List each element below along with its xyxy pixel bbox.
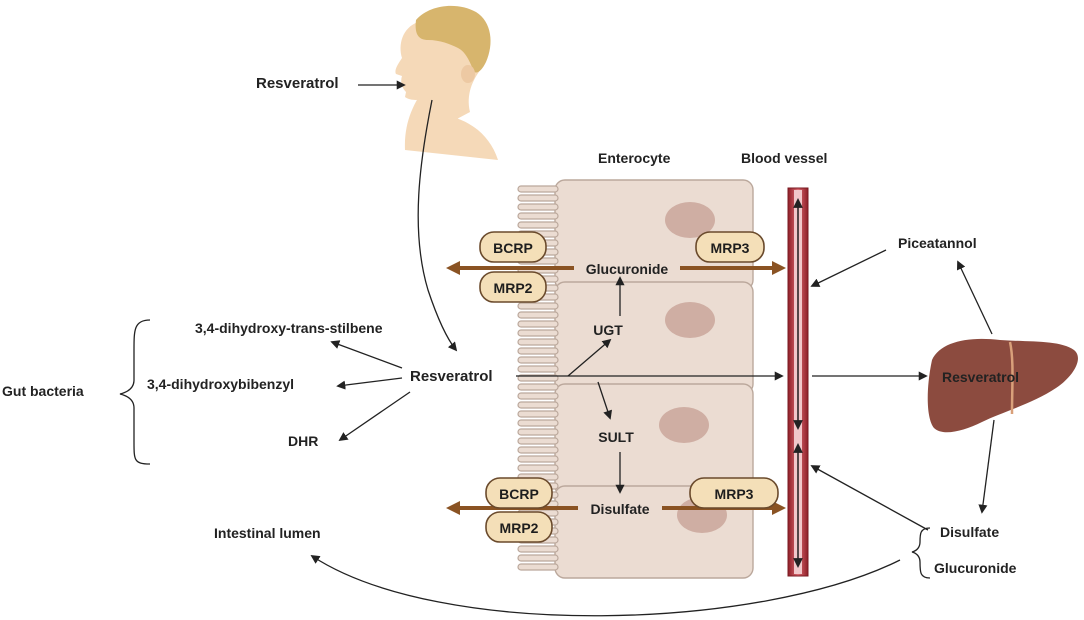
microvillus — [517, 185, 559, 193]
gut-bacteria-label: Gut bacteria — [2, 383, 84, 399]
swallow-arrow — [417, 99, 458, 352]
svg-text:MRP3: MRP3 — [715, 486, 754, 502]
resveratrol-intake-label: Resveratrol — [256, 75, 339, 92]
to-bibenzyl-arrow — [336, 377, 403, 390]
microvillus — [517, 347, 559, 355]
conjugates-to-vessel-arrow — [810, 465, 929, 531]
microvillus — [517, 302, 559, 310]
resveratrol-liver-label: Resveratrol — [942, 369, 1019, 385]
mrp3-transporter-top: MRP3 — [695, 231, 765, 263]
microvillus — [517, 338, 559, 346]
microvillus — [517, 221, 559, 229]
microvillus — [517, 437, 559, 445]
microvillus — [517, 392, 559, 400]
microvillus — [517, 383, 559, 391]
blood-vessel-label: Blood vessel — [741, 150, 827, 166]
microvillus — [517, 455, 559, 463]
microvillus — [517, 203, 559, 211]
sult-label: SULT — [598, 429, 634, 445]
bcrp-transporter-bottom: BCRP — [485, 477, 553, 509]
piceatannol-label: Piceatannol — [898, 235, 977, 251]
microvillus — [517, 419, 559, 427]
svg-text:MRP3: MRP3 — [711, 240, 750, 256]
liver-to-conjugates-arrow — [978, 419, 995, 514]
svg-text:BCRP: BCRP — [499, 486, 539, 502]
liver-icon — [927, 338, 1078, 433]
to-dhr-arrow — [338, 391, 411, 442]
disulfate-out-label: Disulfate — [940, 524, 999, 540]
microvillus — [517, 320, 559, 328]
microvillus — [517, 545, 559, 553]
microvillus — [517, 563, 559, 571]
metabolite-dihydroxybibenzyl: 3,4-dihydroxybibenzyl — [147, 376, 294, 392]
to-sult-arrow — [597, 381, 613, 420]
microvillus — [517, 410, 559, 418]
microvillus — [517, 212, 559, 220]
nucleus — [665, 202, 715, 238]
bcrp-transporter-top: BCRP — [479, 231, 547, 263]
piceatannol-to-vessel-arrow — [810, 249, 887, 287]
nucleus — [659, 407, 709, 443]
to-ugt-arrow — [567, 338, 612, 377]
enterocyte-label: Enterocyte — [598, 150, 671, 166]
gut-bacteria-bracket — [119, 319, 151, 465]
glucuronide-cell-label: Glucuronide — [586, 261, 669, 277]
microvillus — [517, 311, 559, 319]
svg-text:MRP2: MRP2 — [494, 280, 533, 296]
ugt-label: UGT — [593, 322, 623, 338]
microvillus — [517, 329, 559, 337]
metabolite-dihydroxy-trans-stilbene: 3,4-dihydroxy-trans-stilbene — [195, 320, 383, 336]
microvillus — [517, 194, 559, 202]
microvillus — [517, 464, 559, 472]
liver-to-piceatannol-arrow — [956, 260, 993, 335]
microvillus — [517, 554, 559, 562]
mrp3-transporter-bottom: MRP3 — [689, 477, 779, 509]
disulfate-cell-label: Disulfate — [590, 501, 649, 517]
svg-text:BCRP: BCRP — [493, 240, 533, 256]
mrp2-transporter-bottom: MRP2 — [485, 511, 553, 543]
nucleus — [665, 302, 715, 338]
blood-vessel — [787, 187, 809, 577]
enterohepatic-return-arrow — [310, 555, 901, 617]
resveratrol-lumen-label: Resveratrol — [410, 368, 493, 385]
mrp2-transporter-top: MRP2 — [479, 271, 547, 303]
microvillus — [517, 428, 559, 436]
svg-text:MRP2: MRP2 — [500, 520, 539, 536]
microvillus — [517, 365, 559, 373]
conjugates-bracket — [911, 527, 931, 579]
microvillus — [517, 401, 559, 409]
human-head-icon — [395, 5, 498, 160]
to-stilbene-arrow — [330, 340, 403, 369]
metabolite-dhr: DHR — [288, 433, 318, 449]
microvillus — [517, 446, 559, 454]
glucuronide-out-label: Glucuronide — [934, 560, 1017, 576]
microvillus — [517, 356, 559, 364]
intestinal-lumen-label: Intestinal lumen — [214, 525, 321, 541]
